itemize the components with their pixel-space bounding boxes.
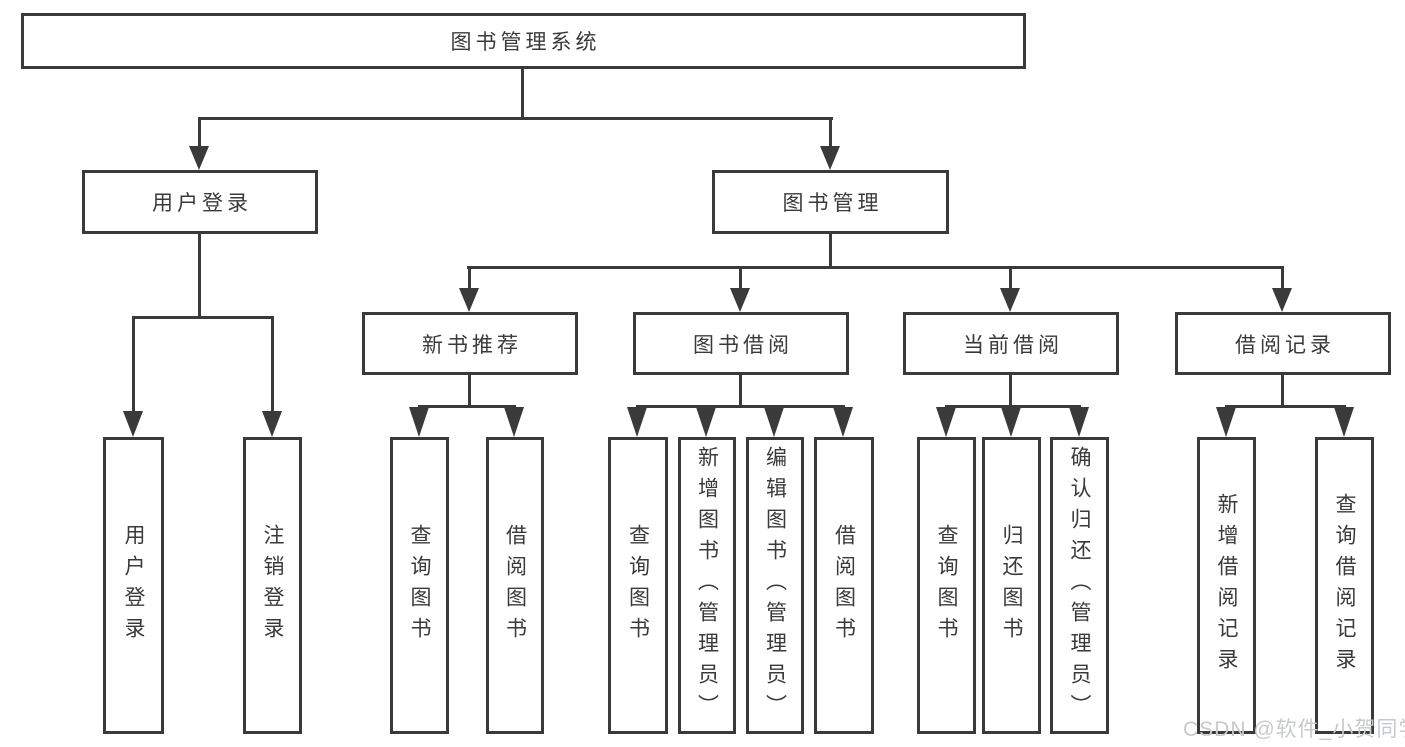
leaf-borrow-books-recommend: 借阅图书 [486, 437, 544, 734]
leaf-query-books-recommend: 查询图书 [390, 437, 449, 734]
arrow-down-icon [627, 407, 647, 437]
node-new-book-recommendation: 新书推荐 [362, 312, 578, 375]
connector-line [1009, 266, 1012, 290]
arrow-down-icon [459, 288, 479, 312]
leaf-query-books-current: 查询图书 [917, 437, 976, 734]
arrow-down-icon [409, 407, 429, 437]
arrow-down-icon [1001, 407, 1021, 437]
node-label: 借阅图书 [503, 523, 527, 648]
connector-line [829, 233, 832, 269]
node-label: 确认归还（管理员） [1068, 446, 1091, 725]
node-book-management: 图书管理 [712, 170, 949, 234]
node-label: 用户登录 [122, 523, 145, 648]
node-label: 查询图书 [626, 523, 650, 648]
connector-line [945, 405, 1081, 408]
connector-line [739, 266, 742, 290]
connector-line [1281, 266, 1284, 290]
arrow-down-icon [504, 407, 524, 437]
leaf-add-books-admin: 新增图书（管理员） [678, 437, 736, 734]
leaf-edit-books-admin: 编辑图书（管理员） [746, 437, 804, 734]
connector-line [198, 233, 201, 319]
arrow-down-icon [123, 411, 143, 437]
node-label: 当前借阅 [963, 333, 1063, 357]
arrow-down-icon [936, 407, 956, 437]
node-label: 新增借阅记录 [1215, 492, 1238, 679]
leaf-logout: 注销登录 [243, 437, 302, 734]
connector-line [198, 117, 201, 148]
arrow-down-icon [1334, 407, 1354, 437]
node-label: 借阅记录 [1235, 333, 1335, 357]
node-label: 新增图书（管理员） [695, 446, 719, 725]
leaf-return-books: 归还图书 [982, 437, 1041, 734]
node-label: 借阅图书 [832, 523, 856, 648]
connector-line [132, 316, 135, 413]
node-current-borrowing: 当前借阅 [903, 312, 1119, 375]
leaf-borrow-books: 借阅图书 [814, 437, 874, 734]
connector-line [1009, 375, 1012, 408]
leaf-user-login: 用户登录 [103, 437, 164, 734]
node-label: 查询借阅记录 [1333, 492, 1356, 679]
arrow-down-icon [1069, 407, 1089, 437]
arrow-down-icon [1216, 407, 1236, 437]
node-label: 查询图书 [408, 523, 431, 648]
node-label: 查询图书 [935, 523, 958, 648]
connector-line [636, 405, 845, 408]
leaf-query-books-borrowing: 查询图书 [608, 437, 668, 734]
arrow-down-icon [1000, 288, 1020, 312]
connector-line [468, 375, 471, 408]
connector-line [467, 266, 1284, 269]
connector-line [1225, 405, 1346, 408]
node-user-login: 用户登录 [82, 170, 318, 234]
connector-line [1281, 375, 1284, 408]
arrow-down-icon [833, 407, 853, 437]
connector-line [271, 316, 274, 413]
arrow-down-icon [764, 407, 784, 437]
connector-line [418, 405, 516, 408]
node-label: 归还图书 [1000, 523, 1023, 648]
node-label: 编辑图书（管理员） [763, 446, 787, 725]
arrow-down-icon [820, 146, 840, 170]
arrow-down-icon [262, 411, 282, 437]
node-label: 图书管理系统 [450, 31, 601, 54]
node-label: 用户登录 [152, 192, 252, 215]
arrow-down-icon [1272, 288, 1292, 312]
node-book-borrowing: 图书借阅 [633, 312, 849, 375]
node-label: 新书推荐 [422, 333, 522, 357]
node-borrowing-records: 借阅记录 [1175, 312, 1391, 375]
arrow-down-icon [189, 146, 209, 170]
node-library-system: 图书管理系统 [21, 13, 1026, 69]
connector-line [198, 117, 833, 120]
leaf-query-borrow-record: 查询借阅记录 [1315, 437, 1374, 734]
node-label: 图书借阅 [693, 333, 793, 357]
connector-line [468, 266, 471, 290]
arrow-down-icon [730, 288, 750, 312]
leaf-confirm-return-admin: 确认归还（管理员） [1050, 437, 1109, 734]
watermark: CSDN @软件_小贺同学 [1183, 718, 1405, 741]
connector-line [521, 68, 524, 118]
connector-line [739, 375, 742, 408]
connector-line [829, 117, 832, 148]
node-label: 注销登录 [261, 523, 284, 648]
node-label: 图书管理 [782, 192, 883, 215]
connector-line [132, 316, 274, 319]
leaf-add-borrow-record: 新增借阅记录 [1197, 437, 1256, 734]
arrow-down-icon [696, 407, 716, 437]
